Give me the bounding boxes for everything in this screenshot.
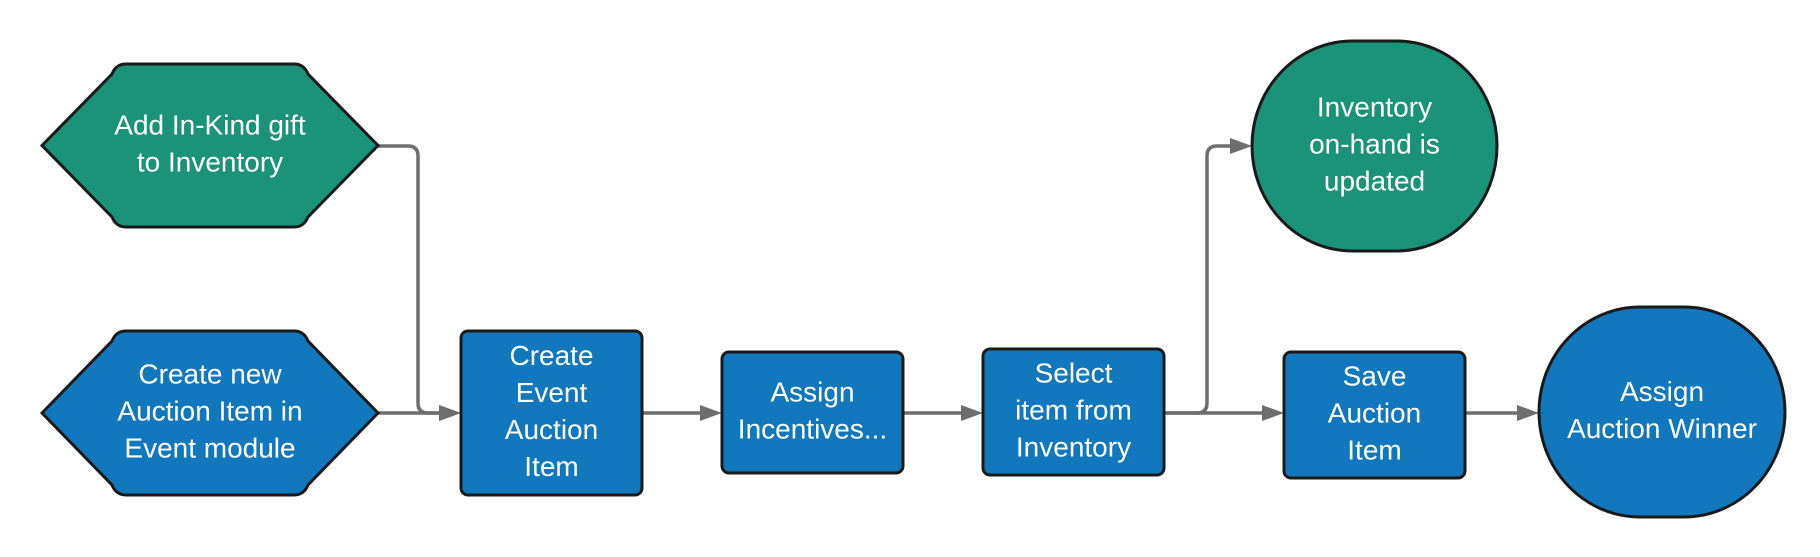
connector-line	[378, 144, 441, 415]
terminator-shape	[1250, 39, 1499, 253]
node-label-line: Incentives...	[738, 413, 887, 444]
rect-shape	[459, 329, 644, 497]
arrowhead-icon	[700, 405, 722, 421]
node-label-line: Assign	[1620, 376, 1704, 407]
node-label-line: Inventory	[1016, 431, 1131, 462]
node-label-line: updated	[1324, 165, 1425, 196]
node-label-line: Auction	[1328, 397, 1421, 428]
node-label-line: on-hand is	[1309, 128, 1440, 159]
rect-shape	[720, 350, 905, 475]
node-label-line: Add In-Kind gift	[114, 109, 306, 140]
node-label-line: Item	[1347, 434, 1401, 465]
node-label-line: Event	[516, 377, 588, 408]
node-label-line: Event module	[124, 432, 295, 463]
node-label-line: Item	[524, 451, 578, 482]
connector-create-event-auction-to-assign-incentives	[642, 405, 722, 421]
arrowhead-icon	[1517, 405, 1539, 421]
hexagon-shape	[39, 329, 381, 497]
connector-add-inkind-to-create-event-auction	[378, 144, 461, 421]
node-label-line: Auction	[505, 414, 598, 445]
node-label-line: Create new	[138, 358, 282, 389]
arrowhead-icon	[961, 405, 983, 421]
rect-shape	[1282, 350, 1467, 480]
rect-shape	[981, 347, 1166, 477]
node-label-line: Auction Winner	[1567, 413, 1757, 444]
connector-save-auction-to-assign-winner	[1465, 405, 1539, 421]
connector-select-item-to-inventory-updated	[1164, 138, 1252, 415]
node-label-line: Auction Item in	[117, 395, 302, 426]
connectors-layer	[378, 138, 1539, 421]
arrowhead-icon	[1262, 405, 1284, 421]
node-label-line: Select	[1035, 357, 1113, 388]
node-add-inkind: Add In-Kind gift to Inventory	[39, 62, 381, 229]
arrowhead-icon	[439, 405, 461, 421]
hexagon-shape	[39, 62, 381, 229]
node-assign-incentives: AssignIncentives...	[720, 350, 905, 475]
connector-select-item-to-save-auction	[1164, 405, 1284, 421]
node-label-line: Assign	[770, 376, 854, 407]
node-label-line: Inventory	[1317, 91, 1432, 122]
node-inventory-updated: Inventory on-hand is updated	[1250, 39, 1499, 253]
node-label-line: item from	[1015, 394, 1132, 425]
connector-create-new-auction-to-create-event-auction	[378, 405, 461, 421]
connector-assign-incentives-to-select-item	[903, 405, 983, 421]
arrowhead-icon	[1230, 138, 1252, 154]
terminator-shape	[1537, 305, 1787, 519]
node-label-line: to Inventory	[137, 146, 283, 177]
node-label-line: Save	[1343, 360, 1407, 391]
node-label-line: Create	[509, 340, 593, 371]
connector-line	[1164, 144, 1232, 415]
